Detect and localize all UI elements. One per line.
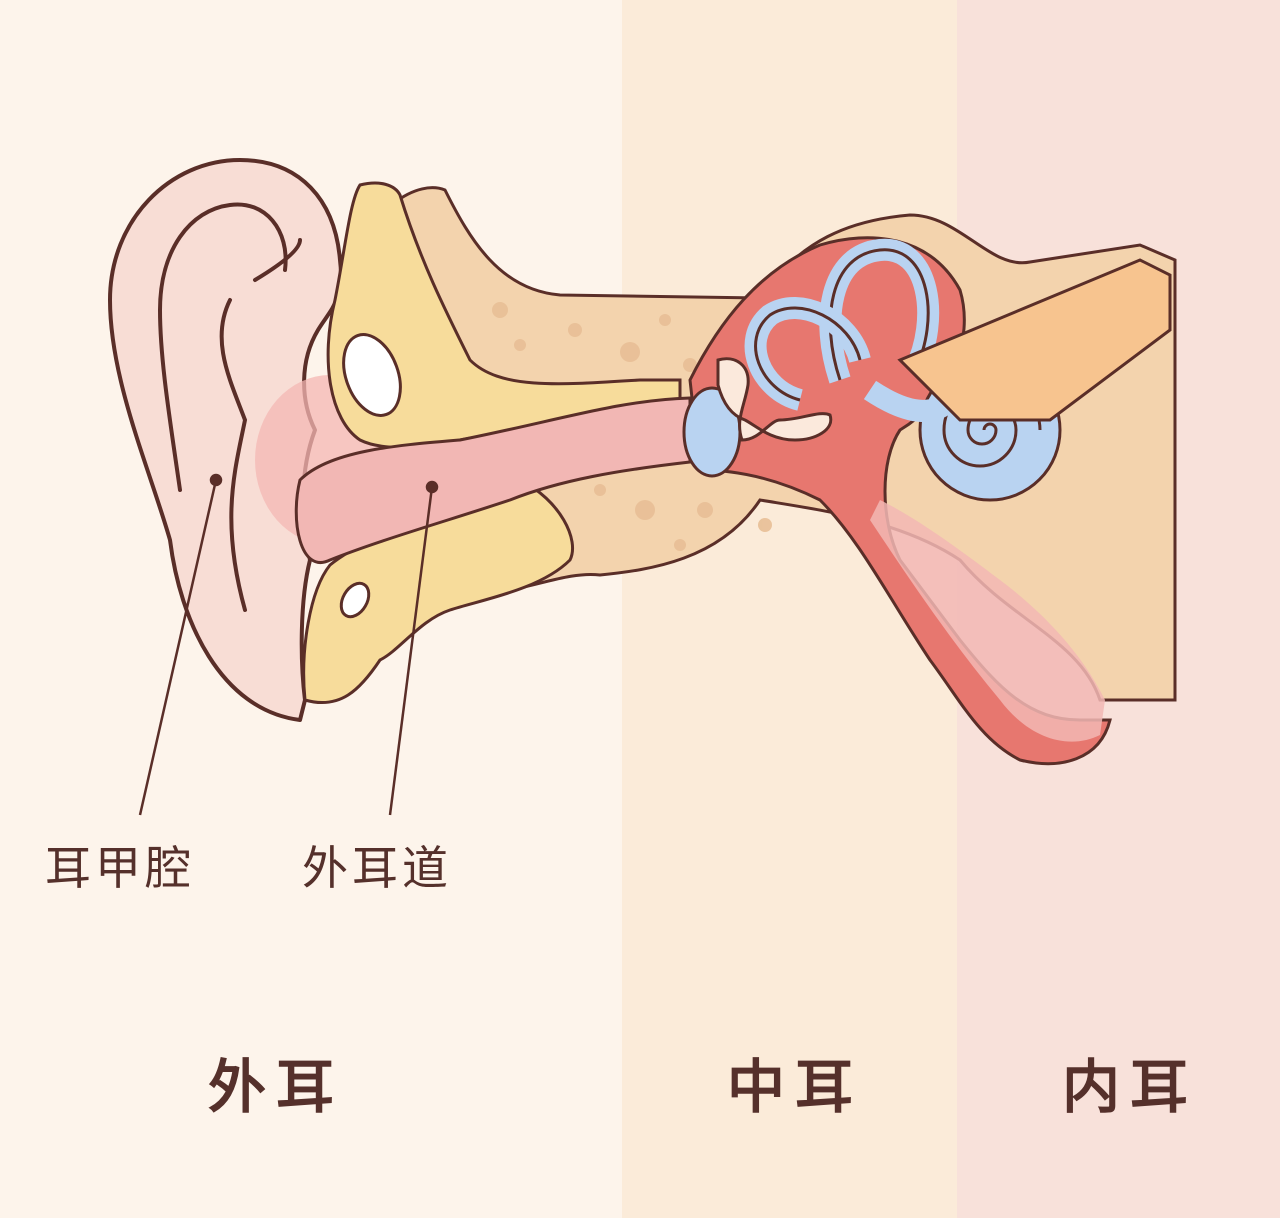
auditory-nerve	[897, 258, 1172, 422]
upper-cartilage-void	[342, 333, 402, 417]
ear-canal	[294, 396, 692, 564]
helix-fold	[157, 202, 288, 492]
region-label-inner-ear: 内耳	[1062, 1053, 1199, 1121]
upper-cartilage	[326, 181, 682, 449]
eustachian-tube	[870, 500, 1105, 742]
ossicles	[716, 357, 833, 442]
callout-concha: 耳甲腔	[45, 841, 195, 895]
lower-cartilage-void	[339, 581, 371, 619]
lower-cartilage	[302, 478, 575, 705]
antihelix-branch	[253, 238, 302, 282]
antihelix-fold	[219, 298, 248, 612]
callout-lines	[138, 473, 439, 816]
bone-texture	[492, 302, 772, 551]
region-label-middle-ear: 中耳	[727, 1053, 864, 1121]
callout-ear-canal: 外耳道	[302, 841, 452, 895]
region-label-outer-ear: 外耳	[208, 1053, 345, 1121]
